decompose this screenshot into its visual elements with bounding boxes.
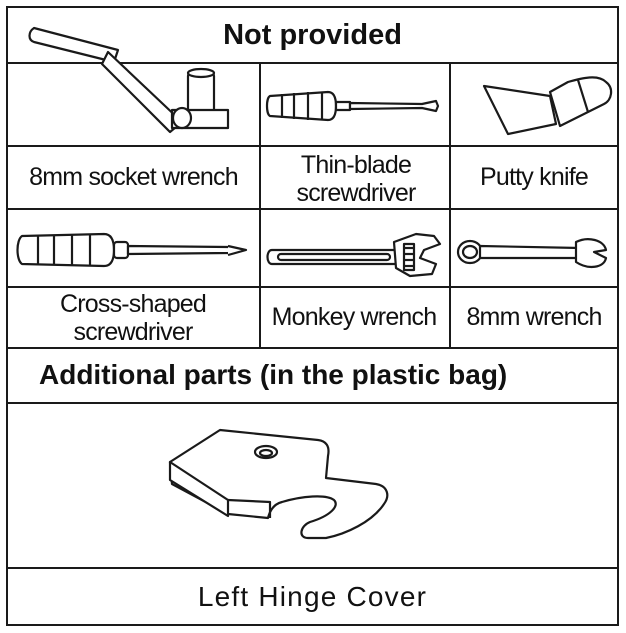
tool-label-putty-knife: Putty knife bbox=[480, 162, 589, 191]
divider bbox=[8, 402, 617, 404]
tool-label-cross-screwdriver: Cross-shaped screwdriver bbox=[59, 290, 207, 346]
divider bbox=[259, 62, 261, 348]
not-provided-title: Not provided bbox=[223, 18, 402, 51]
thin-blade-screwdriver-icon bbox=[264, 76, 444, 136]
cross-screwdriver-icon bbox=[14, 222, 254, 278]
divider bbox=[8, 286, 617, 288]
socket-wrench-icon bbox=[22, 14, 242, 140]
tool-label-socket-wrench: 8mm socket wrench bbox=[29, 162, 239, 191]
putty-knife-icon bbox=[478, 64, 618, 144]
parts-table: Not provided bbox=[6, 6, 619, 626]
tool-label-8mm-wrench: 8mm wrench bbox=[466, 302, 602, 331]
divider bbox=[8, 347, 617, 349]
hinge-cover-icon bbox=[158, 422, 398, 552]
divider bbox=[8, 567, 617, 569]
divider bbox=[8, 62, 617, 64]
tool-label-thin-blade-screwdriver: Thin-blade screwdriver bbox=[296, 150, 417, 207]
monkey-wrench-icon bbox=[264, 226, 446, 282]
combination-wrench-icon bbox=[454, 230, 610, 278]
tool-label-monkey-wrench: Monkey wrench bbox=[271, 302, 437, 331]
additional-parts-title: Additional parts (in the plastic bag) bbox=[39, 358, 508, 390]
divider bbox=[449, 62, 451, 348]
divider bbox=[8, 208, 617, 210]
divider bbox=[8, 145, 617, 147]
part-label-left-hinge-cover: Left Hinge Cover bbox=[197, 580, 428, 612]
